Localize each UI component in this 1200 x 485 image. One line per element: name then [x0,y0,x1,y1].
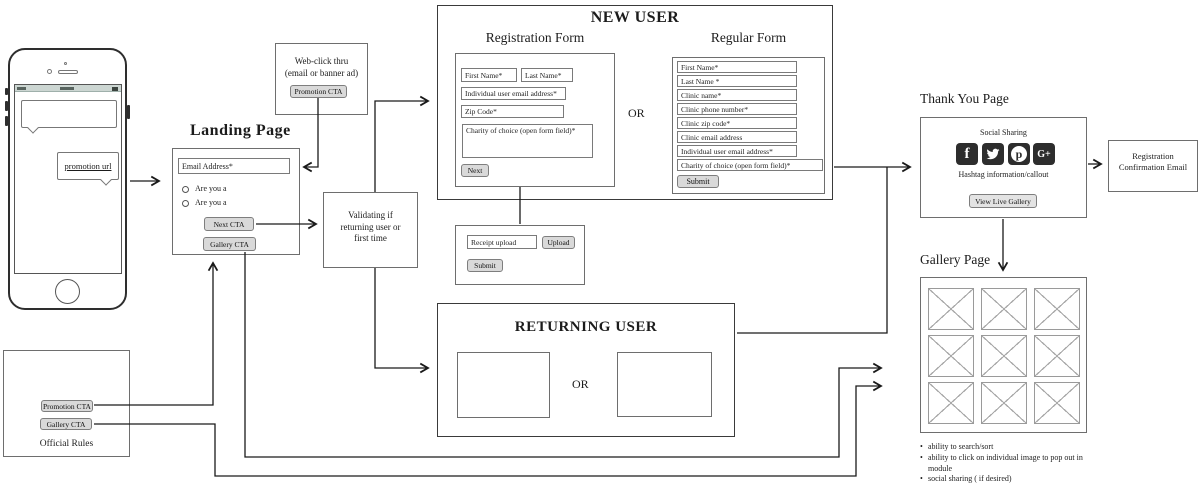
last-name-input[interactable]: Last Name* [521,68,573,82]
zip-code-input[interactable]: Zip Code* [461,105,564,118]
gallery-note: ability to click on individual image to … [920,453,1090,475]
new-user-or-label: OR [628,106,645,120]
web-click-thru-line2: (email or banner ad) [284,68,359,78]
social-sharing-label: Social Sharing [980,128,1027,137]
confirmation-email-box [1108,140,1198,192]
facebook-glyph: f [964,145,970,162]
confirmation-email-text: Registration Confirmation Email [1118,151,1188,173]
gallery-image-placeholder[interactable] [981,288,1027,330]
message-bubble-empty [21,100,117,134]
email-address-input[interactable]: Email Address* [178,158,290,174]
radio-2-label: Are you a [195,198,227,207]
signal-icon [17,87,26,90]
first-name-input[interactable]: First Name* [461,68,517,82]
google-plus-icon[interactable]: G+ [1033,143,1055,165]
pinterest-glyph: p [1011,146,1027,162]
receipt-upload-box [455,225,585,285]
bubble-tail [100,174,112,186]
landing-gallery-cta-button[interactable]: Gallery CTA [203,237,256,251]
phone-power-button [127,105,130,119]
landing-page-title: Landing Page [190,122,291,139]
connector-validating-to-returning [374,268,430,374]
thank-you-page-title: Thank You Page [920,91,1009,106]
gallery-page-title: Gallery Page [920,252,991,267]
pinterest-icon[interactable]: p [1008,143,1030,165]
official-gallery-cta-button[interactable]: Gallery CTA [40,418,92,430]
receipt-upload-input[interactable]: Receipt upload [467,235,537,249]
gallery-image-placeholder[interactable] [1034,288,1080,330]
web-promotion-cta-button[interactable]: Promotion CTA [290,85,347,98]
web-click-thru-line1: Web-click thru [294,56,349,66]
gallery-note: social sharing ( if desired) [920,474,1090,485]
returning-user-title: RETURNING USER [514,319,658,335]
gallery-image-placeholder[interactable] [981,335,1027,377]
clinic-zip-input[interactable]: Clinic zip code* [677,117,797,129]
phone-camera-icon [47,69,52,74]
official-rules-label: Official Rules [39,439,94,449]
clinic-email-input[interactable]: Clinic email address [677,131,797,143]
phone-sensor-dot [64,62,67,65]
twitter-icon[interactable] [982,143,1004,165]
twitter-bird-glyph [986,148,1000,160]
new-user-title: NEW USER [590,9,680,26]
pinterest-letter: p [1015,147,1023,161]
upload-button[interactable]: Upload [542,236,575,249]
receipt-submit-button[interactable]: Submit [467,259,503,272]
phone-status-bar [15,85,121,92]
battery-icon [112,87,118,91]
phone-volume-up-button [5,101,8,111]
registration-form-title: Registration Form [485,30,585,45]
clinic-phone-input[interactable]: Clinic phone number* [677,103,797,115]
phone-volume-down-button [5,116,8,126]
bubble-tail [27,122,39,134]
gallery-image-placeholder[interactable] [928,382,974,424]
radio-option-1[interactable] [182,186,189,193]
hashtag-callout-label: Hashtag information/callout [958,170,1049,179]
promotion-url-link[interactable]: promotion url [64,161,112,171]
web-click-thru-box [275,43,368,115]
charity-textarea[interactable]: Charity of choice (open form field)* [462,124,593,158]
phone-home-button[interactable] [55,279,80,304]
individual-email-input[interactable]: Individual user email address* [461,87,566,100]
gallery-note: ability to search/sort [920,442,1090,453]
radio-1-label: Are you a [195,184,227,193]
view-live-gallery-button[interactable]: View Live Gallery [969,194,1037,208]
gallery-image-placeholder[interactable] [928,335,974,377]
phone-mockup: promotion url [8,48,127,310]
reg-last-name-input[interactable]: Last Name * [677,75,797,87]
gallery-image-placeholder[interactable] [1034,335,1080,377]
registration-next-button[interactable]: Next [461,164,489,177]
phone-mute-switch [5,88,8,95]
gallery-image-placeholder[interactable] [1034,382,1080,424]
radio-option-2[interactable] [182,200,189,207]
gallery-feature-notes: ability to search/sort ability to click … [920,442,1090,485]
google-plus-glyph: G+ [1037,148,1051,160]
clinic-name-input[interactable]: Clinic name* [677,89,797,101]
validating-text: Validating if returning user or first ti… [340,210,401,244]
regular-submit-button[interactable]: Submit [677,175,719,188]
reg-charity-input[interactable]: Charity of choice (open form field)* [677,159,823,171]
returning-option-left[interactable] [457,352,550,418]
regular-form-title: Regular Form [710,30,787,45]
thank-you-box [920,117,1087,218]
clock-text [60,87,74,90]
returning-or-label: OR [572,377,589,391]
next-cta-button[interactable]: Next CTA [204,217,254,231]
connector-validating-to-newuser [374,95,430,192]
returning-option-right[interactable] [617,352,712,417]
reg-individual-email-input[interactable]: Individual user email address* [677,145,797,157]
gallery-image-placeholder[interactable] [928,288,974,330]
facebook-icon[interactable]: f [956,143,978,165]
phone-screen: promotion url [14,84,122,274]
message-bubble-promotion: promotion url [57,152,119,186]
official-promotion-cta-button[interactable]: Promotion CTA [41,400,93,412]
gallery-image-placeholder[interactable] [981,382,1027,424]
phone-speaker [58,70,78,74]
reg-first-name-input[interactable]: First Name* [677,61,797,73]
